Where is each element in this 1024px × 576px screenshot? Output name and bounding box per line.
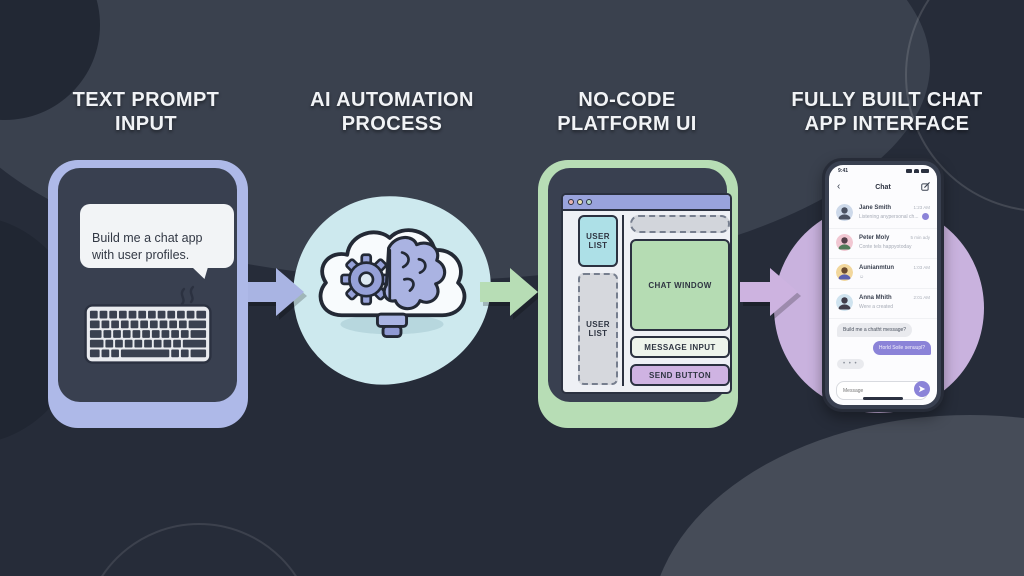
back-chevron-icon[interactable]: ‹ bbox=[837, 181, 841, 192]
chat-window-block[interactable]: CHAT WINDOW bbox=[630, 239, 730, 331]
keyboard-icon[interactable] bbox=[84, 304, 212, 364]
user-list-block-top[interactable]: USER LIST bbox=[578, 215, 618, 267]
contact-preview: ☺ bbox=[859, 274, 865, 280]
message-input-row bbox=[836, 381, 930, 400]
brain-icon bbox=[382, 235, 447, 311]
contact-row[interactable]: Aunianmtun ☺ 1:03 AM bbox=[829, 259, 937, 289]
contact-time: 5 min ady bbox=[910, 235, 930, 240]
phone-device: 9:41 ‹ Chat Jane Smith bbox=[822, 158, 944, 412]
flow-arrow-3 bbox=[740, 268, 798, 316]
steam-icon bbox=[180, 285, 195, 306]
unread-badge bbox=[922, 213, 929, 220]
builder-window: USER LIST USER LIST CHAT WINDOW MESSAGE … bbox=[561, 193, 732, 394]
ai-cloud-brain-gear-icon bbox=[318, 228, 467, 338]
phone-screen: 9:41 ‹ Chat Jane Smith bbox=[829, 165, 937, 405]
status-icons bbox=[906, 169, 929, 173]
send-button-block[interactable]: SEND BUTTON bbox=[630, 364, 730, 386]
builder-titlebar bbox=[563, 195, 730, 211]
avatar bbox=[836, 204, 853, 221]
contact-list: Jane Smith Listening anypersonal ch... 1… bbox=[829, 199, 937, 319]
battery-icon bbox=[921, 169, 929, 173]
contact-time: 1:23 AM bbox=[913, 205, 930, 210]
ring-decoration-bottomleft bbox=[82, 523, 316, 576]
header-ai-automation: AI AUTOMATION PROCESS bbox=[310, 89, 474, 135]
platform-tablet-body: USER LIST USER LIST CHAT WINDOW MESSAGE … bbox=[548, 168, 732, 402]
builder-divider bbox=[622, 215, 624, 386]
status-time: 9:41 bbox=[838, 168, 849, 174]
message-input-block[interactable]: MESSAGE INPUT bbox=[630, 336, 730, 358]
avatar bbox=[836, 234, 853, 251]
prompt-panel: Build me a chat app with user profiles. bbox=[48, 160, 248, 428]
header-no-code-platform: NO-CODE PLATFORM UI bbox=[557, 89, 697, 135]
platform-tablet: USER LIST USER LIST CHAT WINDOW MESSAGE … bbox=[538, 160, 738, 428]
contact-preview: Were a created bbox=[859, 304, 894, 310]
window-close-icon[interactable] bbox=[568, 199, 574, 205]
header-text-prompt-input: TEXT PROMPT INPUT bbox=[72, 89, 220, 135]
contact-time: 2:01 AM bbox=[913, 295, 930, 300]
contact-name: Peter Moly bbox=[859, 235, 890, 241]
contact-name: Jane Smith bbox=[859, 205, 892, 211]
header-chat-app-interface: FULLY BUILT CHAT APP INTERFACE bbox=[791, 89, 983, 135]
contact-preview: Conte tels happyotoday bbox=[859, 244, 912, 250]
avatar bbox=[836, 294, 853, 311]
prompt-panel-body: Build me a chat app with user profiles. bbox=[58, 168, 237, 402]
typing-indicator: • • • bbox=[837, 359, 864, 369]
home-indicator bbox=[863, 397, 903, 400]
wifi-icon bbox=[914, 169, 919, 173]
user-list-block-placeholder[interactable]: USER LIST bbox=[578, 273, 618, 385]
contact-preview: Listening anypersonal ch... bbox=[859, 214, 919, 220]
window-maximize-icon[interactable] bbox=[586, 199, 592, 205]
chat-message-left: Build me a chatht message? bbox=[837, 323, 913, 337]
contact-row[interactable]: Peter Moly Conte tels happyotoday 5 min … bbox=[829, 229, 937, 259]
contact-time: 1:03 AM bbox=[913, 265, 930, 270]
contact-row[interactable]: Jane Smith Listening anypersonal ch... 1… bbox=[829, 199, 937, 229]
chat-header: ‹ Chat bbox=[829, 177, 937, 197]
flow-arrow-2 bbox=[480, 268, 538, 316]
window-minimize-icon[interactable] bbox=[577, 199, 583, 205]
compose-icon[interactable] bbox=[921, 182, 930, 191]
flow-arrow-1 bbox=[246, 268, 304, 316]
prompt-text: Build me a chat app with user profiles. bbox=[92, 231, 203, 262]
signal-icon bbox=[906, 169, 912, 173]
gear-icon bbox=[340, 253, 393, 306]
chat-message-right: Horld Soile senuupl? bbox=[872, 341, 931, 355]
prompt-speech-bubble: Build me a chat app with user profiles. bbox=[80, 204, 234, 279]
contact-name: Anna Mhith bbox=[859, 295, 892, 301]
chat-title: Chat bbox=[875, 183, 891, 191]
send-icon bbox=[918, 385, 926, 393]
avatar bbox=[836, 264, 853, 281]
header-placeholder-block[interactable] bbox=[630, 215, 730, 233]
contact-name: Aunianmtun bbox=[859, 265, 894, 271]
contact-row[interactable]: Anna Mhith Were a created 2:01 AM bbox=[829, 289, 937, 319]
background-blob-bottomright bbox=[650, 415, 1024, 576]
send-button[interactable] bbox=[914, 381, 930, 397]
message-input[interactable] bbox=[836, 381, 928, 400]
